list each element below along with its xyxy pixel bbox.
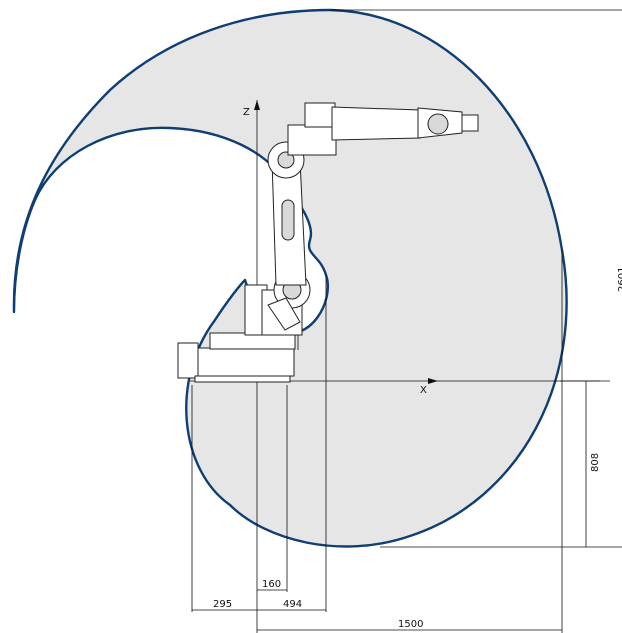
dim-label-295: 295 — [213, 599, 232, 610]
robot-illustration — [177, 102, 479, 383]
dim-label-808: 808 — [590, 453, 601, 472]
work-envelope — [12, 8, 568, 548]
z-axis-label: Z — [243, 107, 250, 118]
x-axis-label: X — [420, 385, 427, 396]
dim-label-494: 494 — [283, 599, 302, 610]
dim-label-160: 160 — [262, 579, 281, 590]
dim-label-1500: 1500 — [398, 619, 423, 630]
dim-label-2601: 2601 — [617, 267, 622, 292]
x-axis-arrow — [428, 378, 438, 384]
z-axis-arrow — [254, 100, 260, 110]
